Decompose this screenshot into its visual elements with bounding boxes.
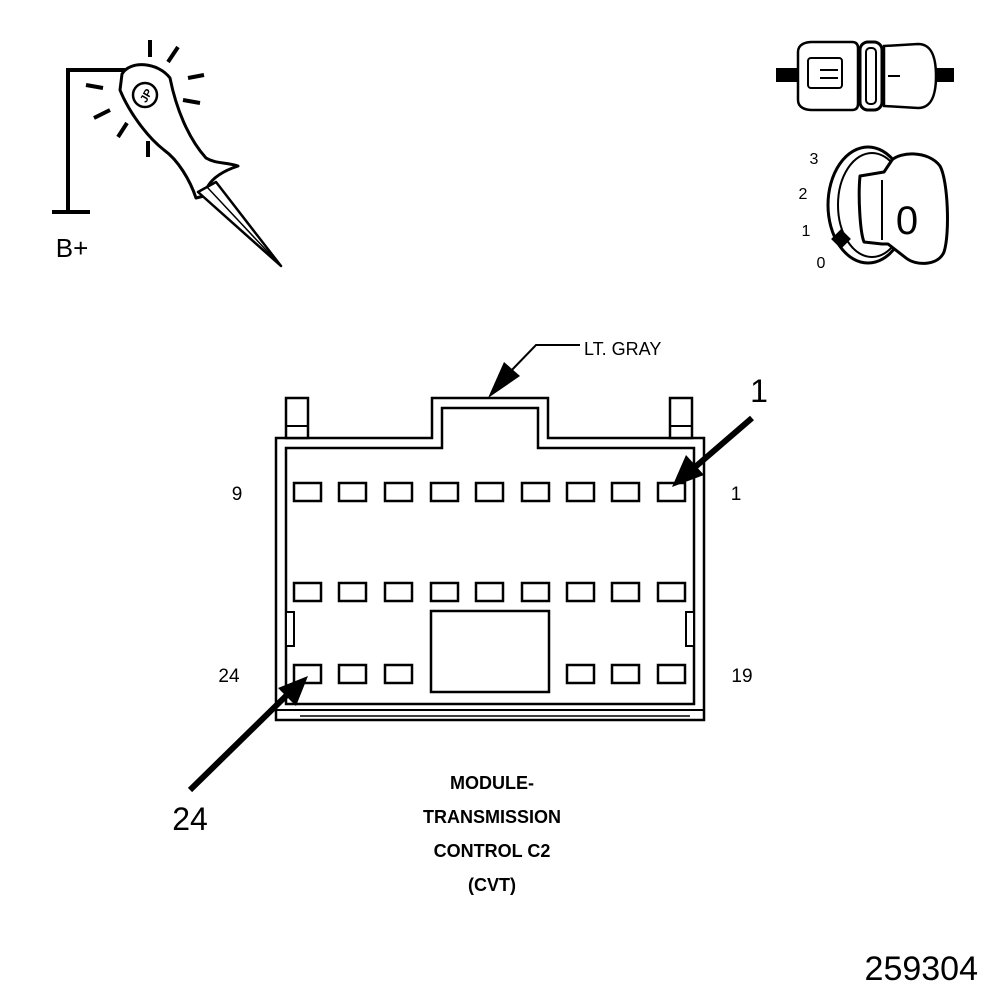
pin-row-bottom — [292, 663, 687, 685]
ignition-position-1: 1 — [802, 223, 811, 240]
pin-cavity — [337, 481, 368, 503]
pin-24-callout-arrow — [187, 676, 308, 793]
title-line-3: CONTROL C2 — [434, 841, 551, 861]
probe-brand-mark: JP — [138, 87, 155, 105]
pin-cavity — [383, 581, 414, 603]
color-leader-arrow — [488, 344, 580, 398]
pin-cavity — [429, 481, 460, 503]
pin-label-top-left: 9 — [232, 484, 243, 505]
pin-row-middle — [292, 581, 687, 603]
pin-cavity — [520, 581, 551, 603]
pin-cavity — [565, 581, 596, 603]
pin-cavity — [337, 663, 368, 685]
pin-cavity — [656, 663, 687, 685]
pin-cavity — [292, 481, 323, 503]
pin-cavity — [610, 481, 641, 503]
pin-label-bottom-right: 19 — [731, 666, 752, 687]
pin-cavity — [383, 481, 414, 503]
connector-face — [274, 396, 706, 722]
pin-label-bottom-left: 24 — [218, 666, 240, 687]
key-position-label: 0 — [896, 199, 918, 243]
ignition-key-icon — [826, 145, 949, 265]
pin-cavity — [610, 663, 641, 685]
pin-cavity — [429, 581, 460, 603]
pin-cavity — [565, 481, 596, 503]
pin-cavity — [656, 481, 687, 503]
pin-cavity — [565, 663, 596, 685]
connector-color-label: LT. GRAY — [584, 339, 661, 359]
ignition-position-0: 0 — [817, 255, 826, 272]
pin-cavity — [292, 663, 323, 685]
pin-cavity — [520, 481, 551, 503]
pin-cavity — [610, 581, 641, 603]
figure-number: 259304 — [865, 950, 978, 988]
pin-cavity — [383, 663, 414, 685]
pin-label-top-right: 1 — [731, 484, 742, 505]
ignition-position-2: 2 — [799, 186, 808, 203]
pin-cavity — [292, 581, 323, 603]
disconnected-connector-icon — [776, 40, 954, 112]
pin-cavity — [474, 581, 505, 603]
title-line-2: TRANSMISSION — [423, 807, 561, 827]
test-light-probe-icon: JP — [52, 40, 283, 268]
pin-1-callout-arrow — [672, 415, 754, 487]
pin-cavity — [337, 581, 368, 603]
title-line-1: MODULE- — [450, 773, 534, 793]
pin-1-callout-label: 1 — [750, 373, 768, 409]
pin-24-callout-label: 24 — [172, 801, 208, 837]
b-plus-label: B+ — [56, 233, 89, 263]
pin-cavity — [656, 581, 687, 603]
ignition-position-3: 3 — [810, 151, 819, 168]
title-line-4: (CVT) — [468, 875, 516, 895]
pin-cavity — [474, 481, 505, 503]
pin-row-top — [292, 481, 687, 503]
